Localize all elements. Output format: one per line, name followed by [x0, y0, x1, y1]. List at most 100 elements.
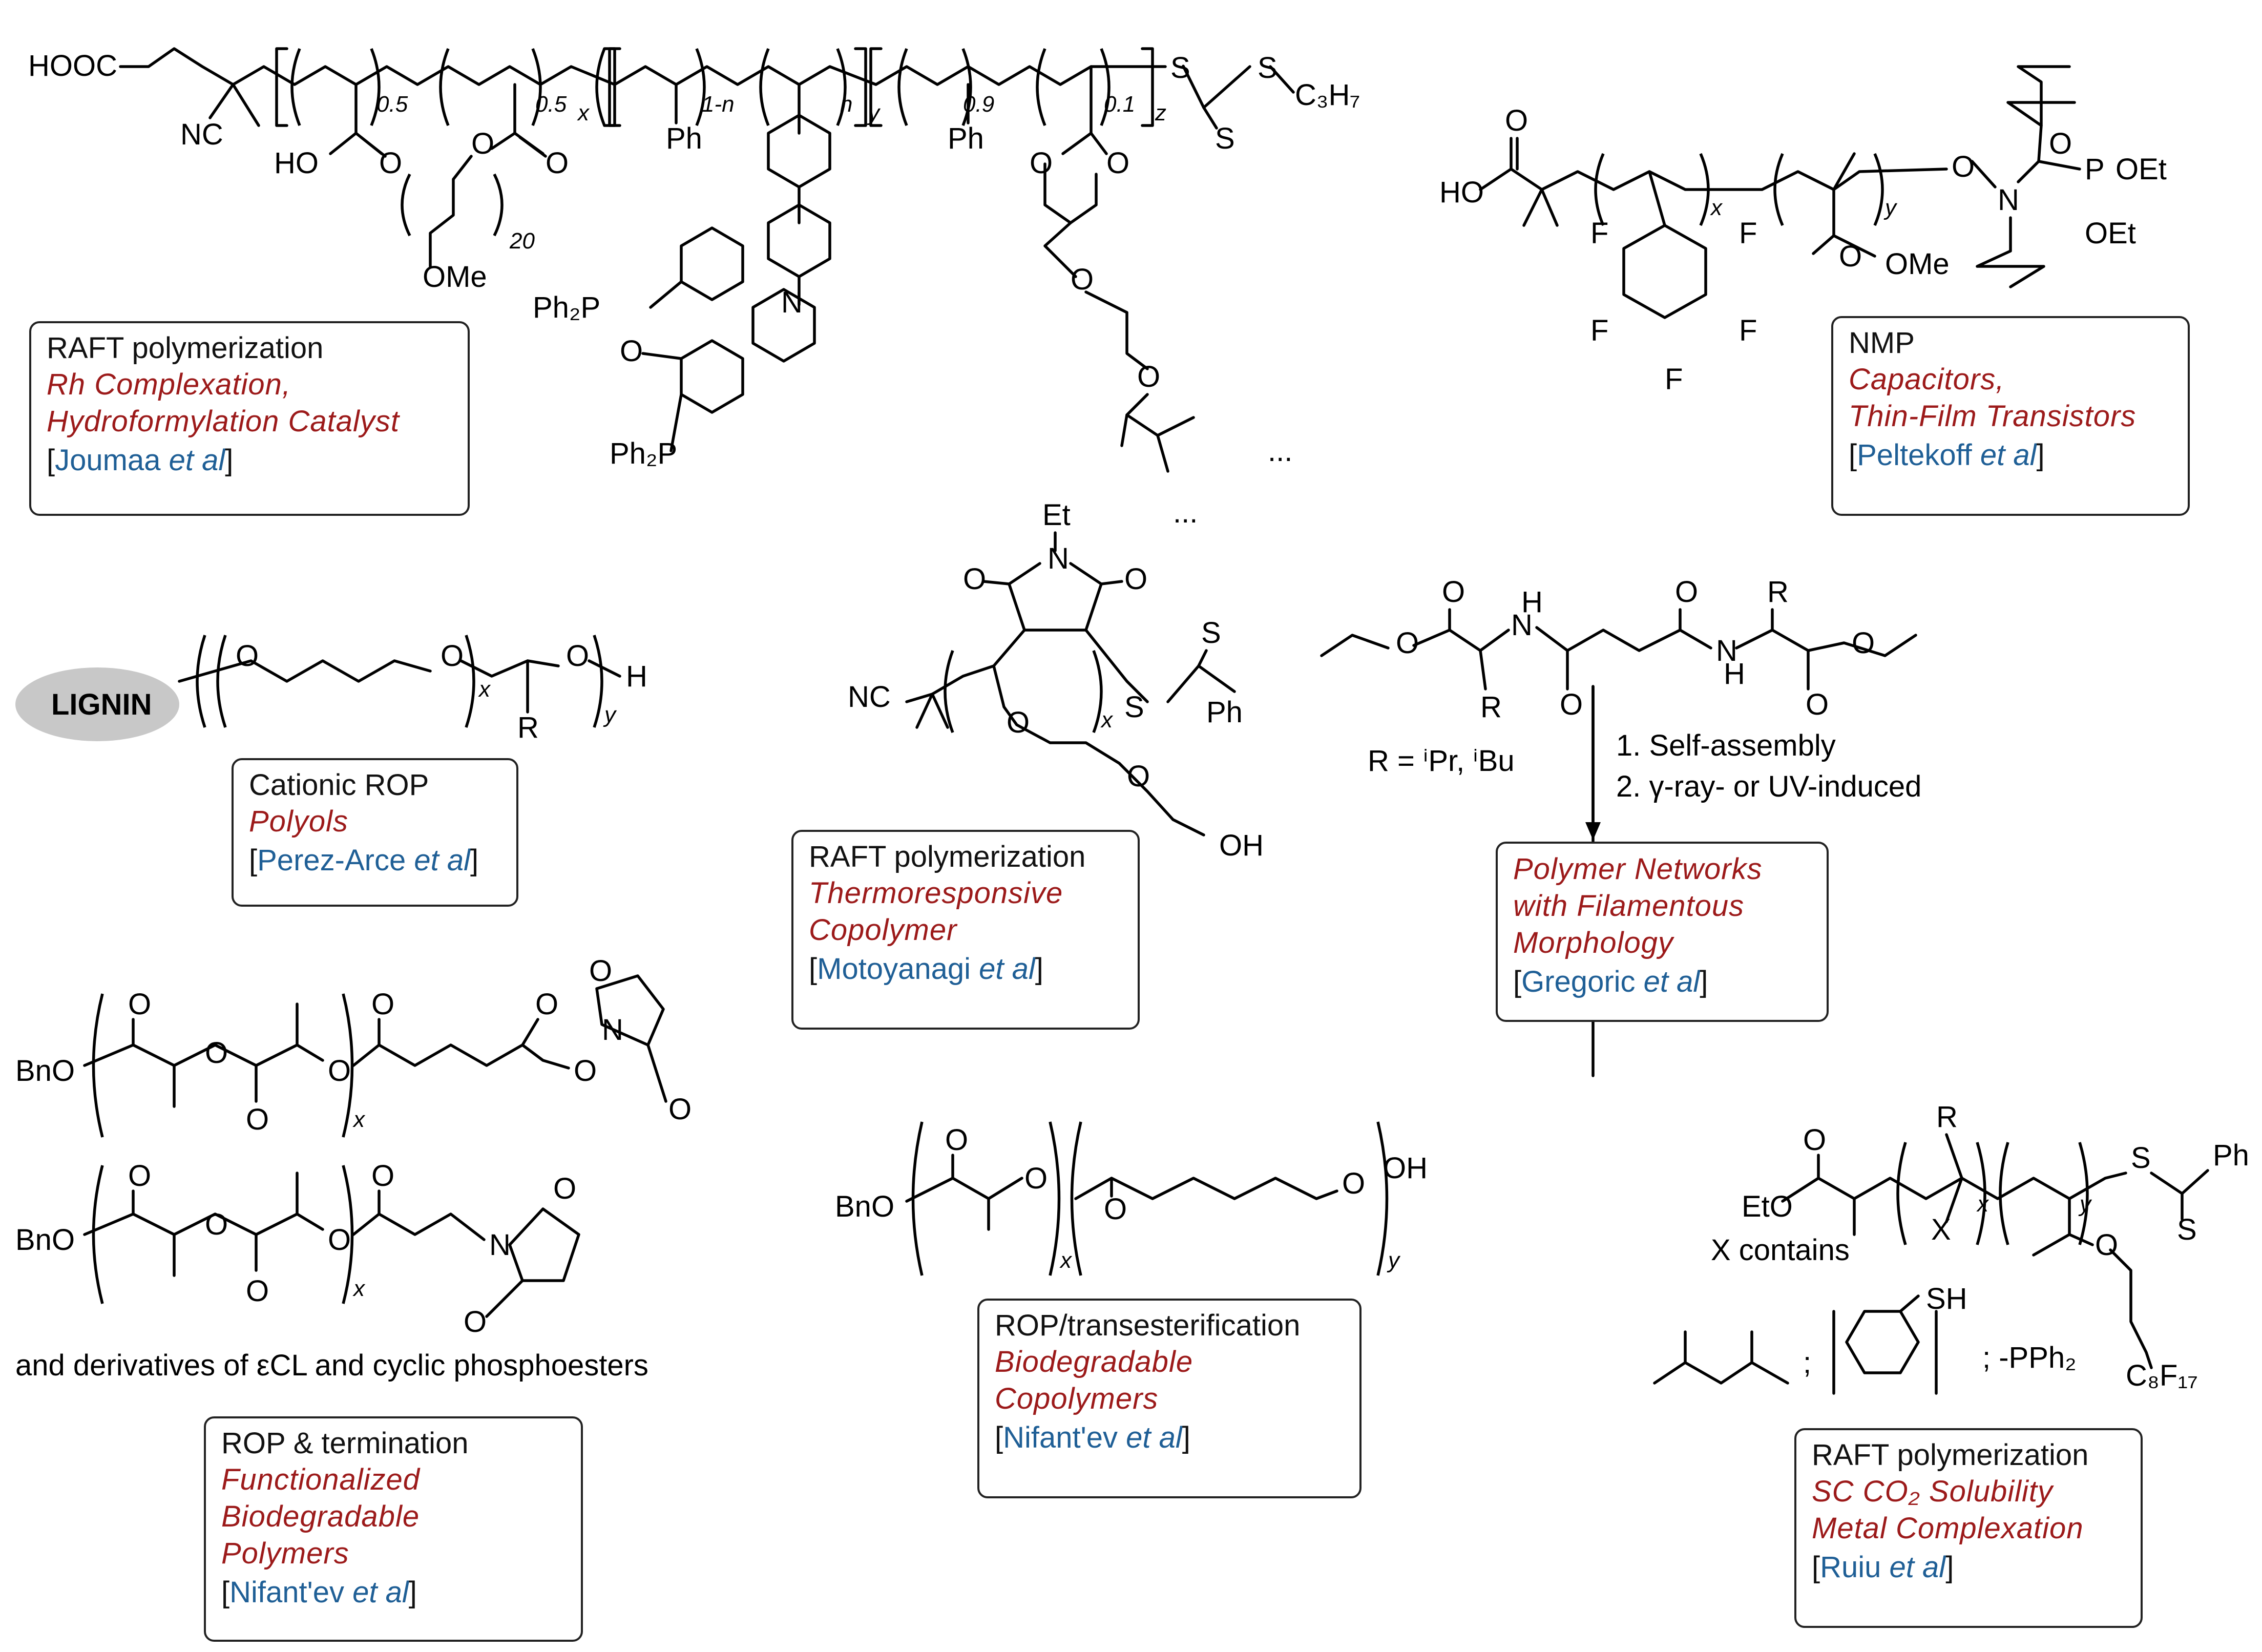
atom-label: BnO: [15, 1223, 75, 1257]
atom-label: O: [535, 988, 558, 1021]
application-label: Capacitors, Thin-Film Transistors: [1849, 363, 2137, 433]
reference-etal: et al: [1980, 438, 2037, 472]
atom-label: O: [1852, 626, 1875, 660]
atom-label: OMe: [423, 260, 487, 294]
lignin-ellipse: [15, 667, 179, 741]
x-contains-text: X contains: [1711, 1233, 1850, 1267]
atom-label: O: [566, 639, 589, 673]
application-label: Polyols: [249, 805, 348, 838]
atom-label: O: [441, 639, 464, 673]
atom-label: SH: [1926, 1282, 1967, 1315]
reference-etal: et al: [414, 844, 470, 877]
card-perez-arce: Cationic ROP Polyols [Perez-Arce et al]: [232, 758, 518, 907]
application-label: Biodegradable Copolymers: [995, 1345, 1193, 1415]
subscript: x: [478, 677, 491, 702]
atom-label: O: [1342, 1167, 1365, 1200]
atom-label: O: [589, 954, 612, 988]
atom-label: O: [205, 1208, 228, 1241]
reference-author: Nifant'ev: [1003, 1421, 1118, 1454]
atom-label: N: [489, 1228, 511, 1262]
atom-label: BnO: [835, 1190, 894, 1223]
atom-label: O: [668, 1093, 692, 1126]
subscript: y: [1387, 1248, 1401, 1273]
reference-author: Joumaa: [55, 444, 161, 477]
subscript: z: [1155, 100, 1166, 126]
structure-peltekoff-polymer: HO O O OMe O N P O OEt OEt F F F F F x y: [1439, 65, 2167, 396]
atom-label: O: [1442, 575, 1465, 609]
atom-label: Ph: [2213, 1139, 2249, 1172]
subscript: 20: [509, 228, 535, 254]
structure-lignin-polyol: LIGNIN O O O H R x y: [15, 635, 647, 744]
reference-etal: et al: [1643, 965, 1700, 998]
reference: [Ruiu et al]: [1812, 1551, 1954, 1584]
reference-etal: et al: [1126, 1421, 1182, 1454]
method-label: Cationic ROP: [249, 768, 429, 802]
atom-label: F: [1590, 217, 1608, 250]
reference: [Motoyanagi et al]: [809, 952, 1043, 986]
atom-label: Ph: [948, 122, 984, 155]
atom-label: O: [574, 1054, 597, 1088]
atom-label: O: [1007, 706, 1030, 739]
reference: [Gregoric et al]: [1513, 965, 1708, 998]
atom-label: C₃H₇: [1295, 78, 1360, 112]
subscript: 0.5: [376, 92, 408, 117]
atom-label: R: [1936, 1100, 1958, 1134]
reference-author: Perez-Arce: [257, 844, 406, 877]
structure-gregoric-monomer: O O H N O O N H R O O R R = ⁱPr, ⁱBu 1. …: [1320, 575, 1921, 1077]
atom-label: O: [328, 1054, 351, 1088]
atom-label: N: [1998, 183, 2019, 217]
atom-label: O: [1505, 104, 1528, 137]
atom-label: O: [328, 1223, 351, 1257]
application-label: Rh Complexation, Hydroformylation Cataly…: [47, 368, 400, 438]
atom-label: O: [1106, 147, 1129, 180]
subscript: y: [867, 100, 881, 126]
atom-label: N: [1716, 634, 1737, 667]
reference-author: Gregoric: [1521, 965, 1636, 998]
reference-etal: et al: [352, 1576, 409, 1609]
atom-label: O: [1104, 1193, 1127, 1226]
card-joumaa: RAFT polymerization Rh Complexation, Hyd…: [29, 321, 470, 516]
application-label: Functionalized Biodegradable Polymers: [221, 1463, 420, 1570]
atom-label: OH: [1383, 1152, 1428, 1185]
pph2-text: ; -PPh₂: [1982, 1341, 2077, 1374]
reference-etal: et al: [979, 952, 1035, 986]
atom-label: O: [128, 1159, 151, 1193]
reference-author: Motoyanagi: [817, 952, 971, 986]
reference: [Joumaa et al]: [47, 444, 234, 477]
atom-label: S: [1170, 51, 1190, 85]
step-2-text: 2. γ-ray- or UV-induced: [1616, 770, 1921, 803]
atom-label: OMe: [1885, 247, 1950, 281]
atom-label: S: [2131, 1141, 2151, 1175]
subscript: x: [1059, 1248, 1073, 1273]
application-label: Thermoresponsive Copolymer: [809, 876, 1063, 947]
atom-label: O: [236, 639, 259, 673]
subscript: x: [1710, 195, 1723, 220]
atom-label: S: [2177, 1213, 2197, 1246]
card-gregoric: Polymer Networks with Filamentous Morpho…: [1496, 842, 1829, 1022]
atom-label: N: [1048, 542, 1069, 575]
atom-label: O: [1024, 1162, 1048, 1195]
atom-label: ...: [1268, 434, 1292, 468]
reference-etal: et al: [169, 444, 225, 477]
method-label: NMP: [1849, 326, 1915, 360]
atom-label: O: [371, 988, 394, 1021]
method-label: ROP/transesterification: [995, 1309, 1301, 1342]
subscript: x: [1100, 707, 1114, 733]
atom-label: O: [1952, 150, 1975, 183]
subscript: x: [352, 1107, 366, 1132]
method-label: RAFT polymerization: [809, 840, 1086, 873]
atom-label: O: [379, 147, 402, 180]
card-nifantev-functionalized: ROP & termination Functionalized Biodegr…: [204, 1416, 583, 1642]
atom-label: O: [945, 1123, 968, 1157]
application-label: SC CO₂ Solubility Metal Complexation: [1812, 1475, 2084, 1545]
atom-label: O: [553, 1172, 576, 1205]
subscript: y: [1883, 195, 1898, 220]
card-nifantev-copolymers: ROP/transesterification Biodegradable Co…: [977, 1299, 1362, 1498]
atom-label: O: [471, 127, 494, 160]
atom-label: OEt: [2116, 153, 2167, 186]
r-group-text: R = ⁱPr, ⁱBu: [1368, 744, 1515, 778]
atom-label: O: [1806, 688, 1829, 721]
atom-label: N: [1511, 609, 1533, 642]
structure-nifantev-polymers: BnO O O O O O O O N O O x BnO O O O O O …: [15, 954, 692, 1382]
